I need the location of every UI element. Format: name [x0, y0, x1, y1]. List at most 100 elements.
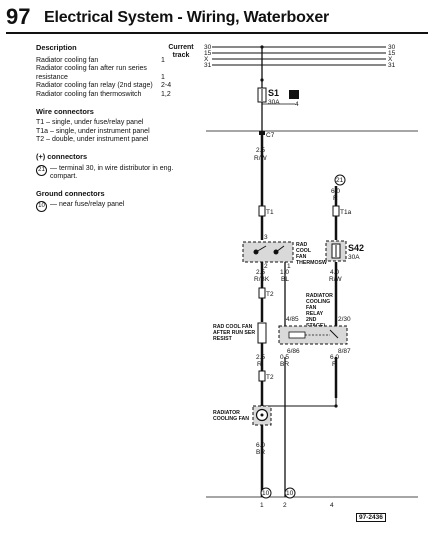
plus-connector-symbol: 21: [36, 164, 47, 176]
ground-num: 10: [286, 490, 294, 497]
relay-label: RELAY: [306, 311, 324, 317]
junction-dot: [260, 45, 264, 49]
fuse-s42-rating: 30A: [348, 254, 360, 261]
resist-label: RAD COOL FAN: [213, 324, 253, 330]
connector-t1a: T1a: [340, 209, 352, 216]
connector-t1a-block: [332, 205, 340, 217]
track-number: 1: [260, 502, 264, 509]
thermoswitch-label: FAN: [296, 254, 307, 260]
cooling-fan-motor: [252, 405, 272, 426]
bus-label: 30: [388, 44, 396, 51]
bus-label: X: [388, 56, 393, 63]
connector-c7-block: [259, 131, 265, 135]
pin-label: 6/86: [287, 348, 300, 355]
wire-label: R: [257, 361, 262, 368]
wire-label: R/BK: [254, 276, 270, 283]
wire-label: 2.5: [256, 147, 265, 154]
wire-label: 1.0: [280, 269, 289, 276]
plus-connector-icon: [334, 174, 346, 186]
fuse-s42: [325, 240, 347, 262]
ground-connector-symbol: 10: [36, 201, 47, 213]
header-rule: [6, 32, 428, 34]
connector-t2-block: [258, 287, 266, 299]
legend: Description Radiator cooling fan 1 Radiat…: [36, 43, 196, 213]
bus-label: 15: [204, 50, 212, 57]
ground-connectors-heading: Ground connectors: [36, 188, 105, 198]
fuse-s1: S1 30A: [257, 87, 280, 106]
wire-label: 2.5: [256, 354, 265, 361]
relay-label: 2ND: [306, 317, 317, 323]
wire-label: 4.0: [330, 269, 339, 276]
track-number: 2: [283, 502, 287, 509]
thermoswitch-label: THERMOSW: [296, 260, 327, 266]
wire-label: 6.0: [330, 354, 339, 361]
ground-connector-text: — near fuse/relay panel: [50, 201, 125, 209]
header: 97 Electrical System - Wiring, Waterboxe…: [6, 4, 430, 34]
legend-item-label: Radiator cooling fan relay (2nd stage): [36, 82, 153, 90]
bus-label: 15: [388, 50, 396, 57]
fuse-s1-rating: 30A: [268, 99, 280, 106]
legend-item-track: 1,2: [161, 90, 171, 98]
series-resistor: [257, 322, 267, 344]
wire-label: 2.5: [256, 269, 265, 276]
page-number: 97: [6, 4, 31, 29]
legend-item-track: 1: [161, 73, 165, 81]
connector-t2-lower: T2: [266, 374, 274, 381]
legend-item-label: Radiator cooling fan thermoswitch: [36, 90, 142, 98]
wire-label: 6.0: [331, 188, 340, 195]
page-title: Electrical System - Wiring, Waterboxer: [44, 9, 330, 26]
thermoswitch-label: COOL: [296, 248, 312, 254]
thermoswitch: [242, 241, 294, 263]
resist-label: AFTER RUN SER: [213, 330, 255, 336]
pin-label: 1: [287, 263, 291, 270]
ground-icon: [284, 487, 296, 499]
track-number: 4: [330, 502, 334, 509]
fuse-s1-id: S1: [268, 88, 279, 98]
legend-item-track: 2-4: [161, 82, 172, 90]
ground-icon: [260, 487, 272, 499]
resist-label: RESIST: [213, 336, 233, 342]
description-heading: Description: [36, 43, 77, 52]
relay-box-icon: [289, 90, 299, 99]
plus-connector-item: 21 — terminal 30, in wire distributor in…: [36, 164, 196, 182]
bus-label: 31: [204, 62, 212, 69]
relay-box-num: 4: [295, 101, 299, 108]
document-id: 97-2436: [356, 513, 386, 522]
pin-label: 3: [264, 234, 268, 241]
connector-t2: T2: [266, 291, 274, 298]
wire-label: R: [332, 361, 337, 368]
wire-label: 0.5: [280, 354, 289, 361]
relay-2nd-stage: [278, 325, 348, 345]
thermoswitch-label: RAD: [296, 242, 307, 248]
pin-label: 4/85: [286, 316, 299, 323]
junction-dot: [260, 78, 264, 82]
wire-label: 6.0: [256, 442, 265, 449]
wire-connector-item: T1a – single, under instrument panel: [36, 127, 150, 135]
current-track-heading: Current track: [168, 44, 194, 59]
wire-connector-item: T2 – double, under instrument panel: [36, 136, 149, 144]
relay-label: RADIATOR: [306, 293, 333, 299]
connector-t1: T1: [266, 209, 274, 216]
legend-item: Radiator cooling fan thermoswitch 1,2: [36, 91, 196, 100]
wire-connector-item: T1 – single, under fuse/relay panel: [36, 119, 144, 127]
legend-item-label: Radiator cooling fan: [36, 56, 99, 64]
wire-label: BL: [281, 276, 289, 283]
bus-label: 31: [388, 62, 396, 69]
legend-item: Radiator cooling fan relay (2nd stage) 2-…: [36, 82, 196, 91]
legend-item: Radiator cooling fan after run series re…: [36, 65, 196, 82]
wire-connectors-heading: Wire connectors: [36, 106, 94, 116]
wire-label: BR: [280, 361, 289, 368]
connector-t1-block: [258, 205, 266, 217]
bus-label: 30: [204, 44, 212, 51]
plus-connector-num: 21: [336, 177, 344, 184]
wire-label: BR: [256, 449, 265, 456]
junction-dot: [334, 404, 338, 408]
relay-label: COOLING: [306, 299, 330, 305]
pin-label: 2: [264, 263, 268, 270]
fan-label: COOLING FAN: [213, 416, 249, 422]
bus-label: X: [204, 56, 209, 63]
legend-item-track: 1: [161, 56, 165, 64]
ground-num: 10: [262, 490, 270, 497]
wire-label: R/W: [329, 276, 343, 283]
